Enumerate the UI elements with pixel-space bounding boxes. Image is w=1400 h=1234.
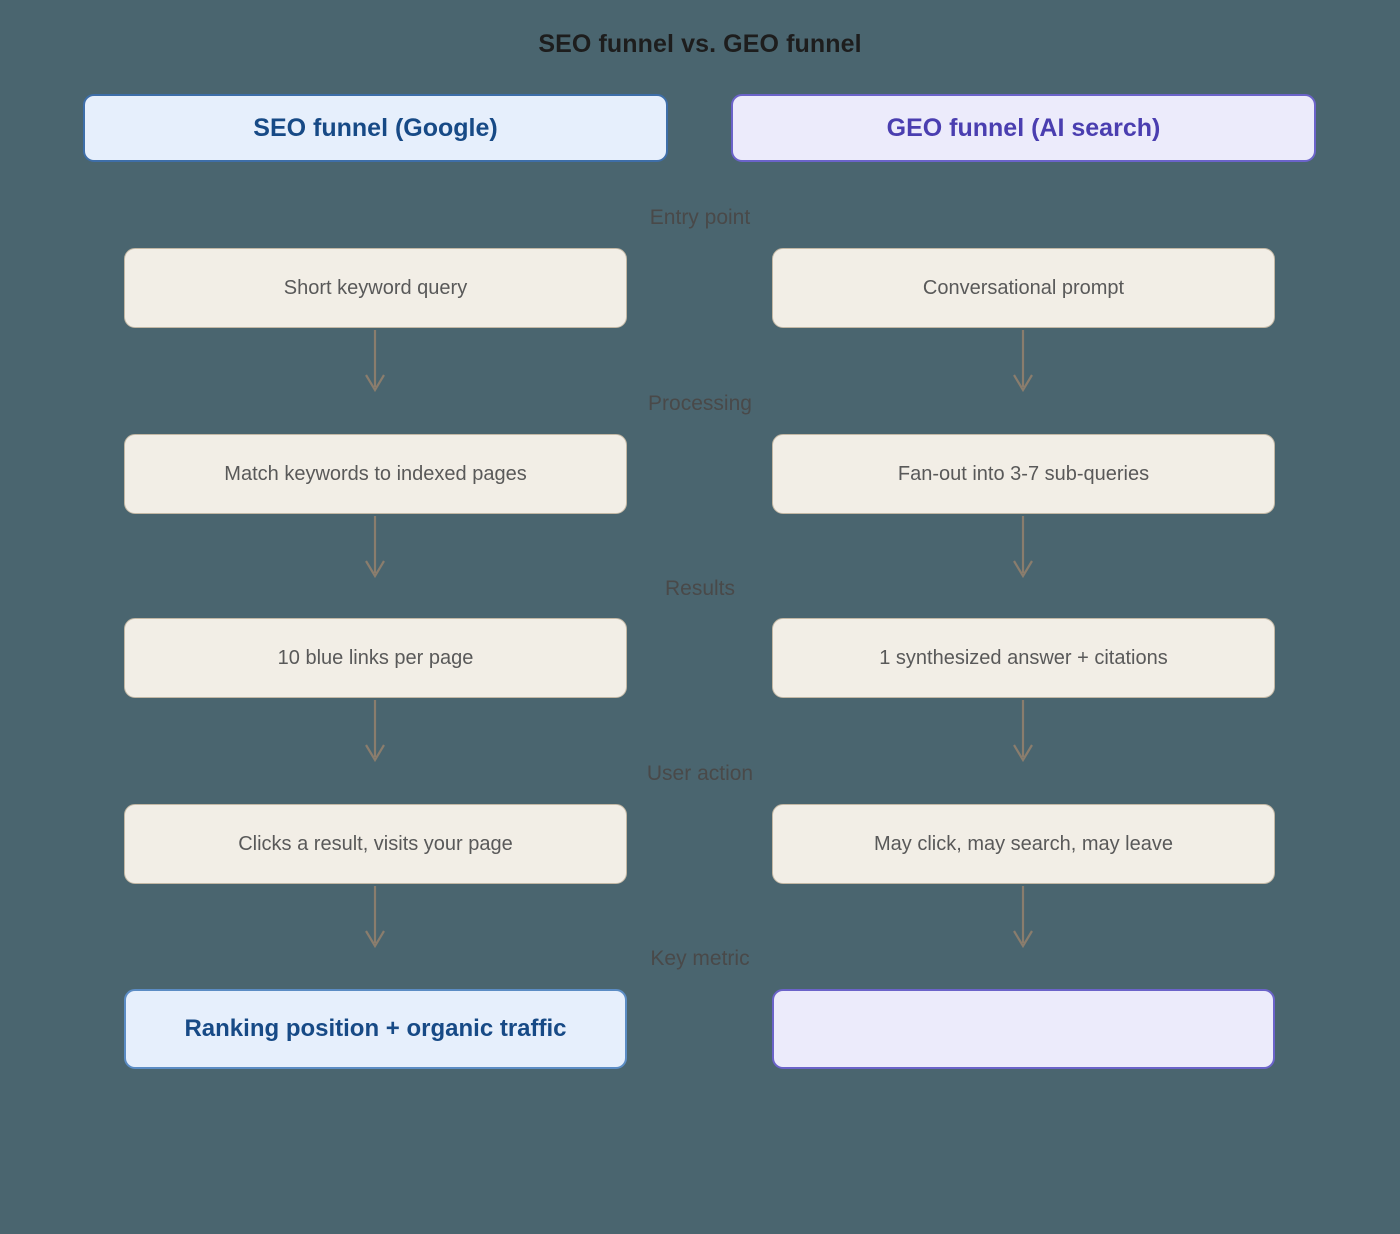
flow-box-geo-user-action: May click, may search, may leave bbox=[772, 804, 1275, 884]
arrow-seo-1 bbox=[361, 330, 389, 396]
flow-box-seo-processing: Match keywords to indexed pages bbox=[124, 434, 627, 514]
flow-box-geo-entry-point: Conversational prompt bbox=[772, 248, 1275, 328]
arrow-geo-4 bbox=[1009, 886, 1037, 952]
arrow-geo-3 bbox=[1009, 700, 1037, 766]
stage-label-entry-point: Entry point bbox=[649, 206, 751, 229]
column-header-geo: GEO funnel (AI search) bbox=[731, 94, 1316, 162]
column-header-seo: SEO funnel (Google) bbox=[83, 94, 668, 162]
flow-box-seo-key-metric: Ranking position + organic traffic bbox=[124, 989, 627, 1069]
stage-label-user-action: User action bbox=[646, 762, 754, 785]
flow-box-seo-entry-point: Short keyword query bbox=[124, 248, 627, 328]
arrow-geo-1 bbox=[1009, 330, 1037, 396]
page-title: SEO funnel vs. GEO funnel bbox=[538, 30, 862, 58]
flow-box-seo-user-action: Clicks a result, visits your page bbox=[124, 804, 627, 884]
arrow-geo-2 bbox=[1009, 516, 1037, 582]
flow-box-geo-key-metric bbox=[772, 989, 1275, 1069]
stage-label-results: Results bbox=[664, 577, 736, 600]
arrow-seo-2 bbox=[361, 516, 389, 582]
arrow-seo-4 bbox=[361, 886, 389, 952]
stage-label-processing: Processing bbox=[648, 392, 752, 415]
flow-box-geo-processing: Fan-out into 3-7 sub-queries bbox=[772, 434, 1275, 514]
arrow-seo-3 bbox=[361, 700, 389, 766]
stage-label-key-metric: Key metric bbox=[650, 947, 750, 970]
flow-box-seo-results: 10 blue links per page bbox=[124, 618, 627, 698]
flow-box-geo-results: 1 synthesized answer + citations bbox=[772, 618, 1275, 698]
